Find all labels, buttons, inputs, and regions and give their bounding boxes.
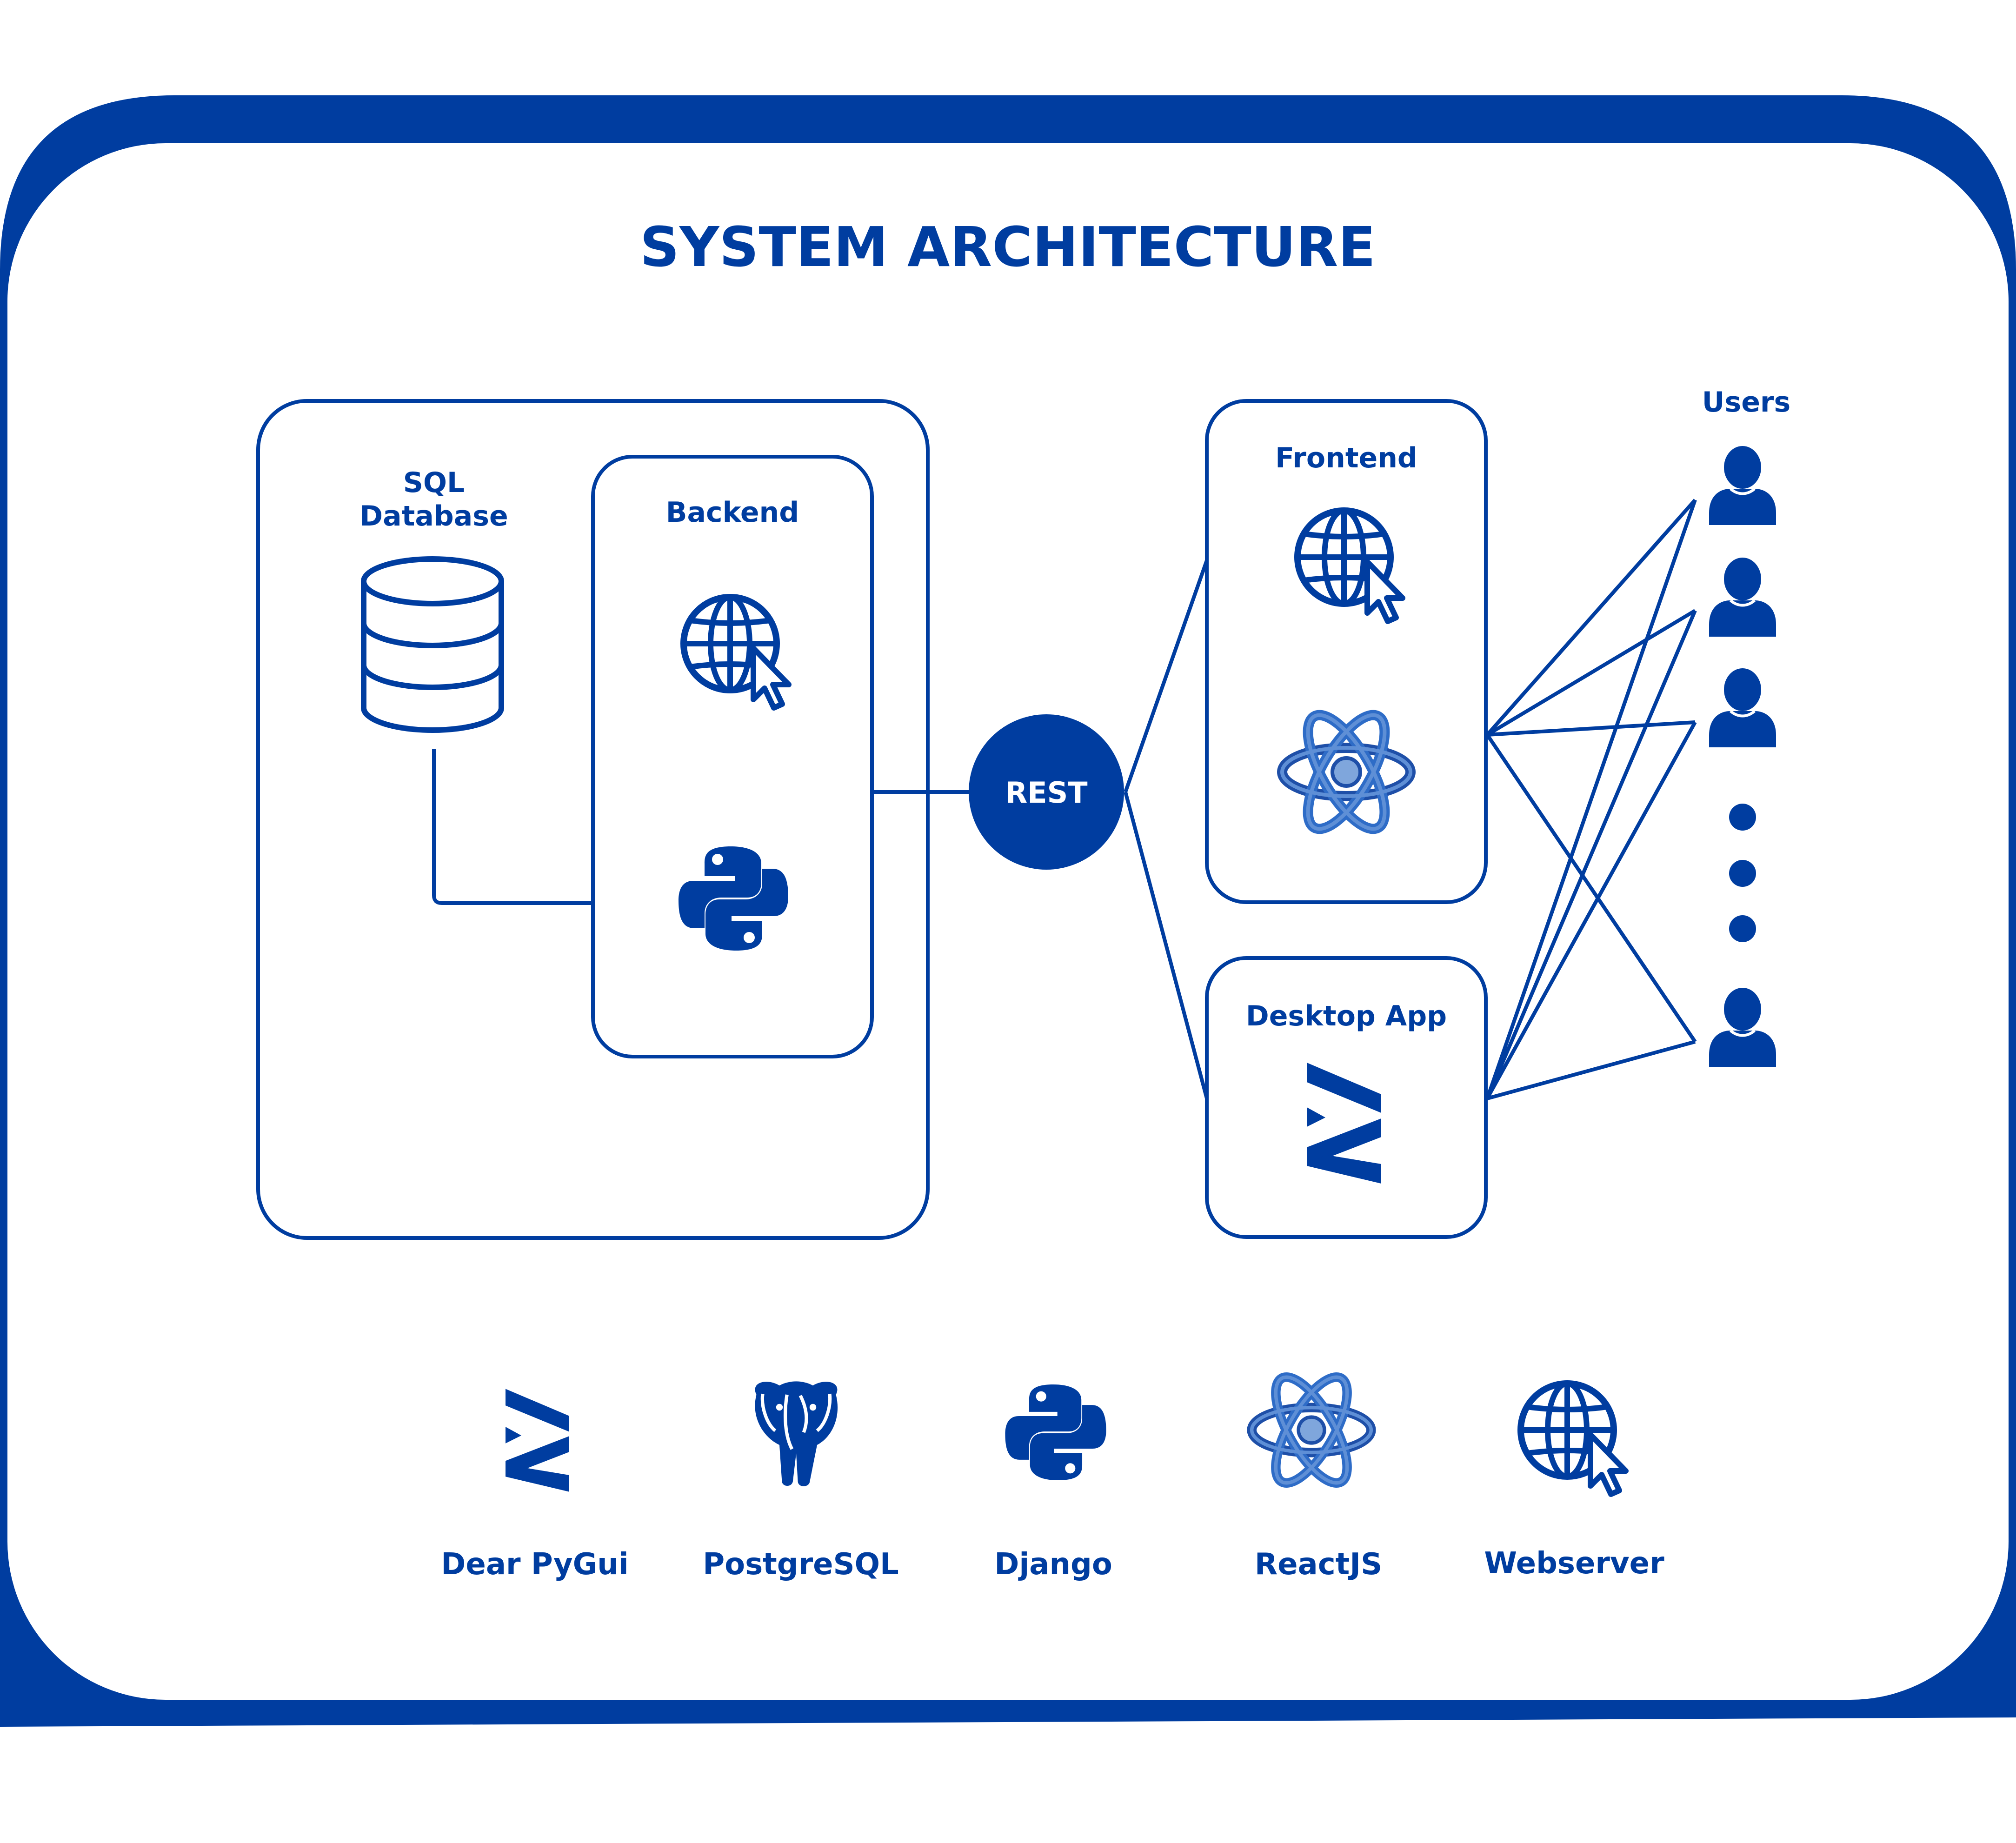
frontend-user4-connector <box>1485 733 1697 1043</box>
legend-label-reactjs: ReactJS <box>1255 1547 1382 1582</box>
vertical-ellipsis-icon <box>1729 804 1756 942</box>
database-icon <box>361 556 504 733</box>
legend-label-postgresql: PostgreSQL <box>703 1547 899 1582</box>
legend-label-dearpygui: Dear PyGui <box>441 1547 628 1582</box>
rest-node: REST <box>969 714 1124 870</box>
frontend-node: Frontend <box>1205 399 1488 904</box>
users-label: Users <box>1702 386 1790 419</box>
users-group: Users <box>1702 386 1790 1067</box>
rest-label: REST <box>1005 776 1087 810</box>
backend-label: Backend <box>666 496 799 529</box>
legend-label-django: Django <box>994 1547 1112 1582</box>
desktop-user1-connector <box>1485 499 1697 1099</box>
desktop-app-label: Desktop App <box>1246 1000 1447 1032</box>
rest-desktop-connector <box>1124 791 1209 1099</box>
frontend-user1-connector <box>1486 499 1697 736</box>
frontend-label: Frontend <box>1275 442 1417 474</box>
outer-frame-inner <box>7 143 2009 1700</box>
page-title: SYSTEM ARCHITECTURE <box>640 215 1376 279</box>
desktop-user2-connector <box>1485 610 1697 1099</box>
sql-database-node: SQL Database <box>359 466 508 733</box>
frontend-user2-connector <box>1486 609 1697 737</box>
rest-frontend-connector <box>1124 559 1209 793</box>
rest-circle <box>969 714 1124 870</box>
frontend-box <box>1205 399 1488 904</box>
server-container <box>256 399 930 1240</box>
technology-legend: Dear PyGui PostgreSQL Django ReactJS Web… <box>441 1367 1664 1582</box>
sql-database-label-line1: SQL <box>403 466 465 499</box>
legend-label-webserver: Webserver <box>1484 1546 1664 1581</box>
desktop-user3-connector <box>1485 721 1697 1099</box>
desktop-app-node: Desktop App <box>1205 956 1488 1239</box>
backend-node: Backend <box>591 455 874 1058</box>
connectors <box>432 499 1697 1100</box>
desktop-user4-connector <box>1486 1040 1696 1100</box>
backend-box <box>591 455 874 1058</box>
sql-database-label-line2: Database <box>359 500 508 532</box>
db-backend-connector <box>432 749 593 905</box>
frontend-user3-connector <box>1487 720 1696 737</box>
